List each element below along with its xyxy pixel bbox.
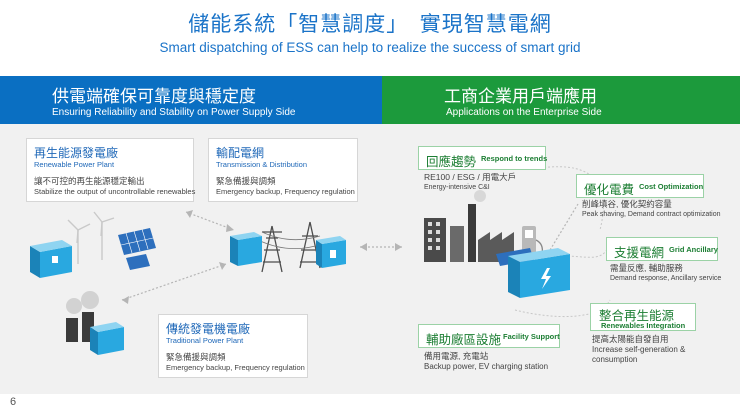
respond-trends-desc: RE100 / ESG / 用電大戶 bbox=[424, 172, 517, 182]
transmission-card: 輸配電網 Transmission & Distribution 緊急備援與調頻… bbox=[208, 138, 358, 202]
facility-support-desc-en: Backup power, EV charging station bbox=[424, 362, 549, 371]
supply-side-header: 供電端確保可靠度與穩定度 Ensuring Reliability and St… bbox=[0, 76, 382, 124]
facility-support-tag: 輔助廠區設施 Facility Support bbox=[418, 324, 560, 348]
renewables-integration-tag: 整合再生能源 Renewables Integration bbox=[590, 303, 696, 331]
transmission-tower-icon bbox=[257, 221, 323, 273]
respond-trends-tag: 回應趨勢 Respond to trends bbox=[418, 146, 548, 170]
cost-optimization-title-en: Cost Optimization bbox=[639, 182, 704, 191]
traditional-plant-title-en: Traditional Power Plant bbox=[166, 336, 244, 345]
grid-ancillary-desc-en: Demand response, Ancillary service bbox=[610, 275, 722, 282]
respond-trends-note: RE100 / ESG / 用電大戶 Energy-intensive C&I bbox=[424, 172, 516, 193]
enterprise-battery-icon bbox=[508, 248, 570, 298]
facility-support-note: 備用電源, 充電站 Backup power, EV charging stat… bbox=[424, 351, 548, 372]
traditional-plant-title: 傳統發電機電廠 bbox=[166, 322, 251, 336]
battery-container-icon bbox=[30, 240, 72, 278]
grid-ancillary-title-en: Grid Ancillary bbox=[669, 245, 718, 254]
renewable-plant-desc-en: Stabilize the output of uncontrollable r… bbox=[34, 187, 196, 196]
grid-ancillary-note: 需量反應, 輔助服務 Demand response, Ancillary se… bbox=[610, 263, 721, 284]
transmission-desc-en: Emergency backup, Frequency regulation bbox=[216, 187, 355, 196]
renewable-plant-desc: 讓不可控的再生能源穩定輸出 bbox=[34, 176, 145, 186]
cost-optimization-desc: 削峰填谷, 優化契約容量 bbox=[582, 199, 672, 209]
enterprise-side-title: 工商企業用戶端應用 bbox=[444, 87, 597, 107]
renewables-integration-note: 提高太陽能自發自用 Increase self-generation & con… bbox=[592, 334, 685, 365]
grid-ancillary-tag: 支援電網 Grid Ancillary bbox=[606, 237, 718, 261]
cost-optimization-note: 削峰填谷, 優化契約容量 Peak shaving, Demand contra… bbox=[582, 199, 721, 220]
facility-support-title-en: Facility Support bbox=[503, 332, 560, 341]
supply-side-subtitle: Ensuring Reliability and Stability on Po… bbox=[52, 107, 296, 118]
renewable-plant-card: 再生能源發電廠 Renewable Power Plant 讓不可控的再生能源穩… bbox=[26, 138, 196, 202]
renewable-plant-title-en: Renewable Power Plant bbox=[34, 160, 115, 169]
cost-optimization-tag: 優化電費 Cost Optimization bbox=[576, 174, 704, 198]
renewables-integration-title: 整合再生能源 bbox=[599, 308, 675, 323]
grid-ancillary-desc: 需量反應, 輔助服務 bbox=[610, 263, 683, 273]
renewables-integration-desc: 提高太陽能自發自用 bbox=[592, 334, 669, 344]
page-number: 6 bbox=[10, 396, 17, 408]
cost-optimization-title: 優化電費 bbox=[584, 182, 635, 197]
facility-support-desc: 備用電源, 充電站 bbox=[424, 351, 489, 361]
renewables-integration-title-en: Renewables Integration bbox=[601, 321, 686, 330]
enterprise-side-subtitle: Applications on the Enterprise Side bbox=[446, 107, 602, 118]
transmission-title: 輸配電網 bbox=[216, 146, 265, 160]
substation-battery-icon bbox=[230, 232, 346, 268]
wind-turbine-icon bbox=[67, 211, 115, 264]
factory-building-icon bbox=[424, 190, 514, 262]
transmission-title-en: Transmission & Distribution bbox=[216, 160, 307, 169]
renewables-integration-desc-en-2: consumption bbox=[592, 355, 638, 364]
traditional-plant-card: 傳統發電機電廠 Traditional Power Plant 緊急備援與調頻 … bbox=[158, 314, 308, 378]
traditional-plant-desc-en: Emergency backup, Frequency regulation bbox=[166, 363, 305, 372]
facility-support-title: 輔助廠區設施 bbox=[426, 332, 502, 347]
renewable-plant-title: 再生能源發電廠 bbox=[34, 146, 119, 160]
respond-trends-title: 回應趨勢 bbox=[426, 154, 477, 169]
enterprise-side-header: 工商企業用戶端應用 Applications on the Enterprise… bbox=[382, 76, 740, 124]
respond-trends-title-en: Respond to trends bbox=[481, 154, 548, 163]
power-plant-icon bbox=[66, 291, 124, 355]
transmission-desc: 緊急備援與調頻 bbox=[216, 176, 276, 186]
cost-optimization-desc-en: Peak shaving, Demand contract optimizati… bbox=[582, 211, 721, 218]
solar-panel-icon bbox=[118, 228, 156, 270]
page-title: 儲能系統「智慧調度」 實現智慧電網 bbox=[188, 12, 552, 36]
respond-trends-desc-en: Energy-intensive C&I bbox=[424, 184, 490, 191]
page-subtitle: Smart dispatching of ESS can help to rea… bbox=[159, 40, 581, 55]
traditional-plant-desc: 緊急備援與調頻 bbox=[166, 352, 226, 362]
supply-side-title: 供電端確保可靠度與穩定度 bbox=[52, 87, 256, 107]
grid-ancillary-title: 支援電網 bbox=[614, 245, 665, 260]
renewables-integration-desc-en: Increase self-generation & bbox=[592, 345, 686, 354]
